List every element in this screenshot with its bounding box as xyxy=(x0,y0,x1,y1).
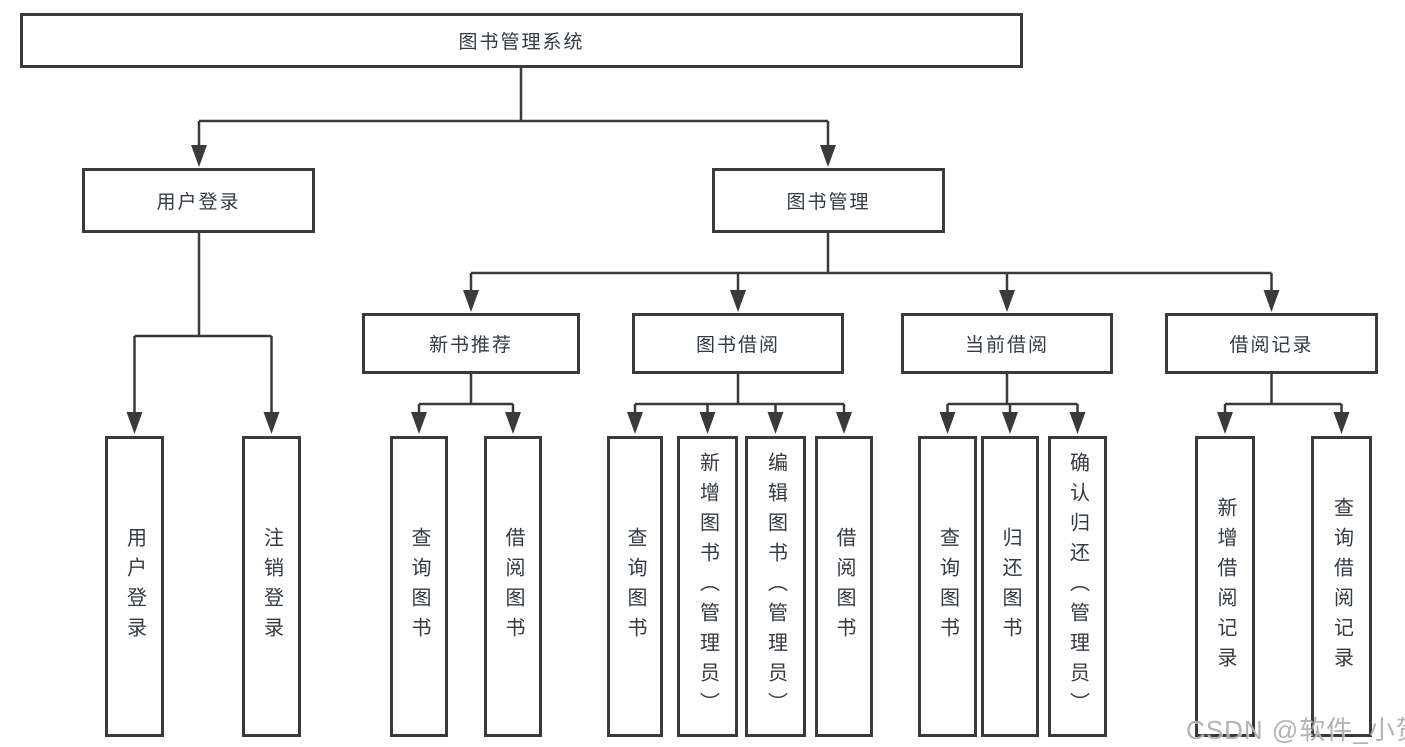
node-borrow-records: 借阅记录 xyxy=(1165,313,1378,374)
leaf-edit-book-admin: 编辑图书（管理员） xyxy=(745,436,806,737)
leaf-query-books-2: 查询图书 xyxy=(607,436,663,737)
leaf-add-borrow-record-label: 新增借阅记录 xyxy=(1214,496,1236,677)
leaf-query-books-1: 查询图书 xyxy=(390,436,448,737)
leaf-borrow-books-1-label: 借阅图书 xyxy=(502,526,524,647)
leaf-add-book-admin-label: 新增图书（管理员） xyxy=(696,451,719,722)
leaf-query-books-3: 查询图书 xyxy=(918,436,977,737)
leaf-add-borrow-record: 新增借阅记录 xyxy=(1195,436,1255,737)
node-user-login: 用户登录 xyxy=(82,168,315,233)
node-current-borrow: 当前借阅 xyxy=(901,313,1113,374)
leaf-confirm-return-admin-label: 确认归还（管理员） xyxy=(1066,451,1089,722)
leaf-borrow-books-1: 借阅图书 xyxy=(484,436,542,737)
tree-edges xyxy=(133,68,1343,414)
leaf-query-books-2-label: 查询图书 xyxy=(624,526,646,647)
leaf-edit-book-admin-label: 编辑图书（管理员） xyxy=(764,451,787,722)
node-root: 图书管理系统 xyxy=(20,13,1023,68)
node-book-management: 图书管理 xyxy=(712,168,945,233)
leaf-user-login-label: 用户登录 xyxy=(123,526,146,647)
leaf-query-borrow-record: 查询借阅记录 xyxy=(1311,436,1372,737)
leaf-add-book-admin: 新增图书（管理员） xyxy=(677,436,738,737)
leaf-query-books-1-label: 查询图书 xyxy=(408,526,430,647)
leaf-user-login: 用户登录 xyxy=(105,436,164,737)
leaf-borrow-books-2: 借阅图书 xyxy=(815,436,873,737)
leaf-confirm-return-admin: 确认归还（管理员） xyxy=(1048,436,1107,737)
node-book-borrow-label: 图书借阅 xyxy=(695,335,780,356)
leaf-return-book-label: 归还图书 xyxy=(999,526,1021,647)
leaf-borrow-books-2-label: 借阅图书 xyxy=(833,526,855,647)
node-new-book-recommend: 新书推荐 xyxy=(362,313,580,374)
node-root-label: 图书管理系统 xyxy=(458,32,585,53)
node-user-login-label: 用户登录 xyxy=(156,192,241,213)
leaf-query-books-3-label: 查询图书 xyxy=(936,526,959,647)
leaf-query-borrow-record-label: 查询借阅记录 xyxy=(1330,496,1353,677)
leaf-logout: 注销登录 xyxy=(242,436,301,737)
node-new-book-recommend-label: 新书推荐 xyxy=(428,335,513,356)
node-current-borrow-label: 当前借阅 xyxy=(964,335,1049,356)
csdn-watermark: CSDN @软件_小贺同学 xyxy=(1186,715,1405,745)
node-book-borrow: 图书借阅 xyxy=(632,313,844,374)
node-borrow-records-label: 借阅记录 xyxy=(1229,335,1314,356)
leaf-logout-label: 注销登录 xyxy=(260,526,283,647)
leaf-return-book: 归还图书 xyxy=(981,436,1039,737)
node-book-management-label: 图书管理 xyxy=(786,192,871,213)
